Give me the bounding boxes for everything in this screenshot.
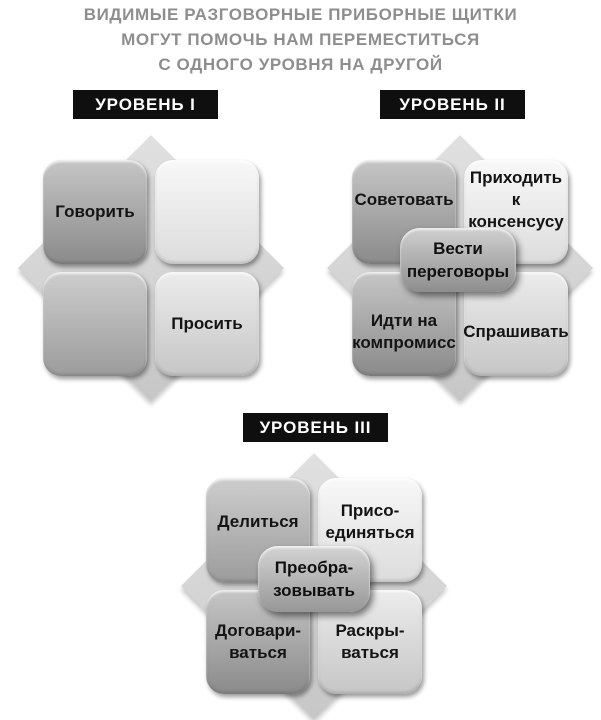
cell-label: Вести переговоры bbox=[406, 239, 510, 281]
title-line-3: С ОДНОГО УРОВНЯ НА ДРУГОЙ bbox=[158, 55, 443, 74]
cell-label: Спрашивать bbox=[463, 322, 569, 341]
level-3-cluster: УРОВЕНЬ III Делиться Присо- единяться До… bbox=[170, 408, 460, 720]
cell-label: Договари- ваться bbox=[214, 621, 302, 662]
level-1-cell-bottom-left bbox=[43, 272, 147, 376]
cell-label: Просить bbox=[171, 314, 243, 333]
cell-label: Приходить к консенсусу bbox=[468, 168, 564, 231]
cell-label: Идти на компромисс bbox=[352, 311, 456, 352]
title-line-1: ВИДИМЫЕ РАЗГОВОРНЫЕ ПРИБОРНЫЕ ЩИТКИ bbox=[83, 5, 518, 24]
level-3-center-cell: Преобра- зовывать bbox=[258, 546, 370, 612]
cell-label: Советовать bbox=[354, 190, 454, 209]
level-3-cell-bottom-right: Раскры- ваться bbox=[318, 590, 422, 694]
level-1-cell-top-right bbox=[155, 160, 259, 264]
cell-label: Преобра- зовывать bbox=[273, 558, 355, 600]
diagram-title: ВИДИМЫЕ РАЗГОВОРНЫЕ ПРИБОРНЫЕ ЩИТКИ МОГУ… bbox=[0, 2, 601, 77]
level-2-center-cell: Вести переговоры bbox=[400, 228, 516, 292]
cell-label: Присо- единяться bbox=[325, 501, 415, 542]
level-3-header: УРОВЕНЬ III bbox=[243, 413, 388, 442]
cell-label: Делиться bbox=[217, 512, 299, 531]
cell-label: Раскры- ваться bbox=[335, 621, 405, 662]
title-line-2: МОГУТ ПОМОЧЬ НАМ ПЕРЕМЕСТИТЬСЯ bbox=[121, 30, 480, 49]
level-2-header: УРОВЕНЬ II bbox=[380, 90, 525, 119]
level-1-cluster: УРОВЕНЬ I Говорить Просить bbox=[11, 85, 301, 420]
level-1-cell-top-left: Говорить bbox=[43, 160, 147, 264]
level-1-cell-bottom-right: Просить bbox=[155, 272, 259, 376]
level-2-cluster: УРОВЕНЬ II Советовать Приходить к консен… bbox=[320, 85, 601, 420]
cell-label: Говорить bbox=[55, 202, 135, 221]
level-1-header: УРОВЕНЬ I bbox=[73, 90, 218, 119]
